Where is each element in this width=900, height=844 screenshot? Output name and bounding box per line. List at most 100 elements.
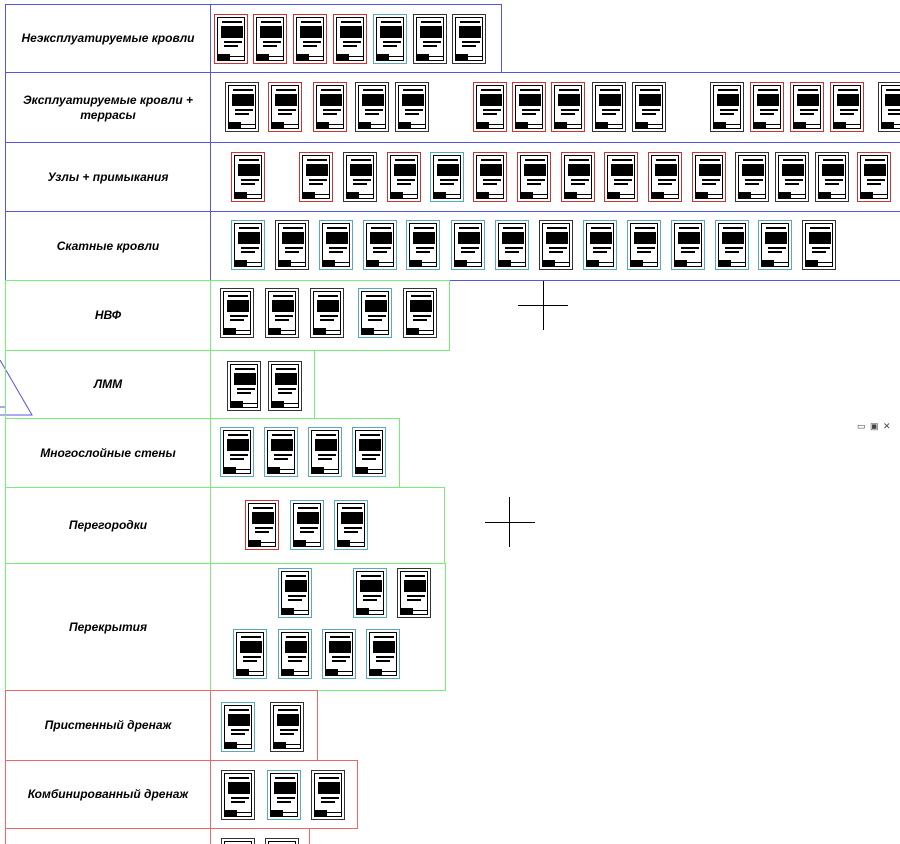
drawing-sheet-thumbnail[interactable] xyxy=(334,500,368,550)
drawing-sheet-thumbnail[interactable] xyxy=(270,702,304,752)
drawing-sheet-thumbnail[interactable] xyxy=(366,629,400,679)
sheet-drawing xyxy=(316,85,344,129)
minimize-icon[interactable]: ▭ xyxy=(857,421,866,431)
drawing-sheet-thumbnail[interactable] xyxy=(352,427,386,477)
drawing-sheet-thumbnail[interactable] xyxy=(221,702,255,752)
sheet-drawing xyxy=(635,85,663,129)
sheet-drawing xyxy=(881,85,900,129)
drawing-sheet-thumbnail[interactable] xyxy=(758,220,792,270)
drawing-sheet-thumbnail[interactable] xyxy=(750,82,784,132)
drawing-sheet-thumbnail[interactable] xyxy=(473,82,507,132)
drawing-sheet-thumbnail[interactable] xyxy=(353,568,387,618)
drawing-sheet-thumbnail[interactable] xyxy=(231,152,265,202)
row-label: Узлы + примыкания xyxy=(5,142,211,212)
drawing-sheet-thumbnail[interactable] xyxy=(451,220,485,270)
drawing-sheet-thumbnail[interactable] xyxy=(253,14,287,64)
drawing-sheet-thumbnail[interactable] xyxy=(627,220,661,270)
drawing-sheet-thumbnail[interactable] xyxy=(221,838,255,844)
drawing-sheet-thumbnail[interactable] xyxy=(715,220,749,270)
drawing-sheet-thumbnail[interactable] xyxy=(473,152,507,202)
drawing-sheet-thumbnail[interactable] xyxy=(710,82,744,132)
sheet-drawing xyxy=(346,155,374,199)
sheet-drawing xyxy=(234,223,262,267)
drawing-sheet-thumbnail[interactable] xyxy=(815,152,849,202)
drawing-sheet-thumbnail[interactable] xyxy=(397,568,431,618)
sheet-drawing xyxy=(313,291,341,335)
drawing-sheet-thumbnail[interactable] xyxy=(551,82,585,132)
drawing-sheet-thumbnail[interactable] xyxy=(278,629,312,679)
sheet-drawing xyxy=(234,155,262,199)
drawing-sheet-thumbnail[interactable] xyxy=(319,220,353,270)
drawing-sheet-thumbnail[interactable] xyxy=(802,220,836,270)
drawing-sheet-thumbnail[interactable] xyxy=(583,220,617,270)
drawing-sheet-thumbnail[interactable] xyxy=(220,288,254,338)
drawing-sheet-thumbnail[interactable] xyxy=(322,629,356,679)
drawing-sheet-thumbnail[interactable] xyxy=(245,500,279,550)
sheet-drawing xyxy=(400,571,428,615)
drawing-sheet-thumbnail[interactable] xyxy=(406,220,440,270)
row-sheets-area xyxy=(210,280,450,351)
drawing-sheet-thumbnail[interactable] xyxy=(495,220,529,270)
drawing-sheet-thumbnail[interactable] xyxy=(735,152,769,202)
drawing-sheet-thumbnail[interactable] xyxy=(265,838,299,844)
drawing-sheet-thumbnail[interactable] xyxy=(775,152,809,202)
drawing-sheet-thumbnail[interactable] xyxy=(671,220,705,270)
drawing-sheet-thumbnail[interactable] xyxy=(268,82,302,132)
drawing-sheet-thumbnail[interactable] xyxy=(604,152,638,202)
drawing-sheet-thumbnail[interactable] xyxy=(395,82,429,132)
drawing-sheet-thumbnail[interactable] xyxy=(790,82,824,132)
drawing-sheet-thumbnail[interactable] xyxy=(267,770,301,820)
drawing-sheet-thumbnail[interactable] xyxy=(227,361,261,411)
drawing-sheet-thumbnail[interactable] xyxy=(231,220,265,270)
drawing-sheet-thumbnail[interactable] xyxy=(310,288,344,338)
drawing-sheet-thumbnail[interactable] xyxy=(561,152,595,202)
drawing-sheet-thumbnail[interactable] xyxy=(343,152,377,202)
drawing-sheet-thumbnail[interactable] xyxy=(265,288,299,338)
drawing-sheet-thumbnail[interactable] xyxy=(311,770,345,820)
row-label: Неэксплуатируемые кровли xyxy=(5,4,211,73)
drawing-sheet-thumbnail[interactable] xyxy=(373,14,407,64)
drawing-sheet-thumbnail[interactable] xyxy=(293,14,327,64)
drawing-sheet-thumbnail[interactable] xyxy=(430,152,464,202)
drawing-sheet-thumbnail[interactable] xyxy=(299,152,333,202)
drawing-sheet-thumbnail[interactable] xyxy=(592,82,626,132)
drawing-sheet-thumbnail[interactable] xyxy=(512,82,546,132)
drawing-sheet-thumbnail[interactable] xyxy=(264,427,298,477)
drawing-sheet-thumbnail[interactable] xyxy=(278,568,312,618)
row-sheets-area xyxy=(210,563,446,691)
close-icon[interactable]: ✕ xyxy=(883,421,891,431)
drawing-sheet-thumbnail[interactable] xyxy=(403,288,437,338)
drawing-sheet-thumbnail[interactable] xyxy=(878,82,900,132)
sheet-drawing xyxy=(281,632,309,676)
drawing-sheet-thumbnail[interactable] xyxy=(358,288,392,338)
drawing-sheet-thumbnail[interactable] xyxy=(517,152,551,202)
sheet-drawing xyxy=(224,773,252,817)
sheet-drawing xyxy=(358,85,386,129)
drawing-sheet-thumbnail[interactable] xyxy=(692,152,726,202)
drawing-sheet-thumbnail[interactable] xyxy=(220,427,254,477)
drawing-sheet-thumbnail[interactable] xyxy=(225,82,259,132)
drawing-sheet-thumbnail[interactable] xyxy=(221,770,255,820)
sheet-drawing xyxy=(236,632,264,676)
drawing-sheet-thumbnail[interactable] xyxy=(857,152,891,202)
drawing-sheet-thumbnail[interactable] xyxy=(648,152,682,202)
drawing-sheet-thumbnail[interactable] xyxy=(275,220,309,270)
drawing-sheet-thumbnail[interactable] xyxy=(830,82,864,132)
drawing-sheet-thumbnail[interactable] xyxy=(632,82,666,132)
drawing-sheet-thumbnail[interactable] xyxy=(313,82,347,132)
sheet-drawing xyxy=(498,223,526,267)
drawing-sheet-thumbnail[interactable] xyxy=(355,82,389,132)
drawing-sheet-thumbnail[interactable] xyxy=(214,14,248,64)
drawing-sheet-thumbnail[interactable] xyxy=(333,14,367,64)
drawing-sheet-thumbnail[interactable] xyxy=(308,427,342,477)
drawing-sheet-thumbnail[interactable] xyxy=(268,361,302,411)
restore-icon[interactable]: ▣ xyxy=(870,421,879,431)
drawing-sheet-thumbnail[interactable] xyxy=(290,500,324,550)
drawing-sheet-thumbnail[interactable] xyxy=(413,14,447,64)
drawing-sheet-thumbnail[interactable] xyxy=(539,220,573,270)
drawing-sheet-thumbnail[interactable] xyxy=(387,152,421,202)
drawing-sheet-thumbnail[interactable] xyxy=(452,14,486,64)
drawing-sheet-thumbnail[interactable] xyxy=(363,220,397,270)
drawing-sheet-thumbnail[interactable] xyxy=(233,629,267,679)
